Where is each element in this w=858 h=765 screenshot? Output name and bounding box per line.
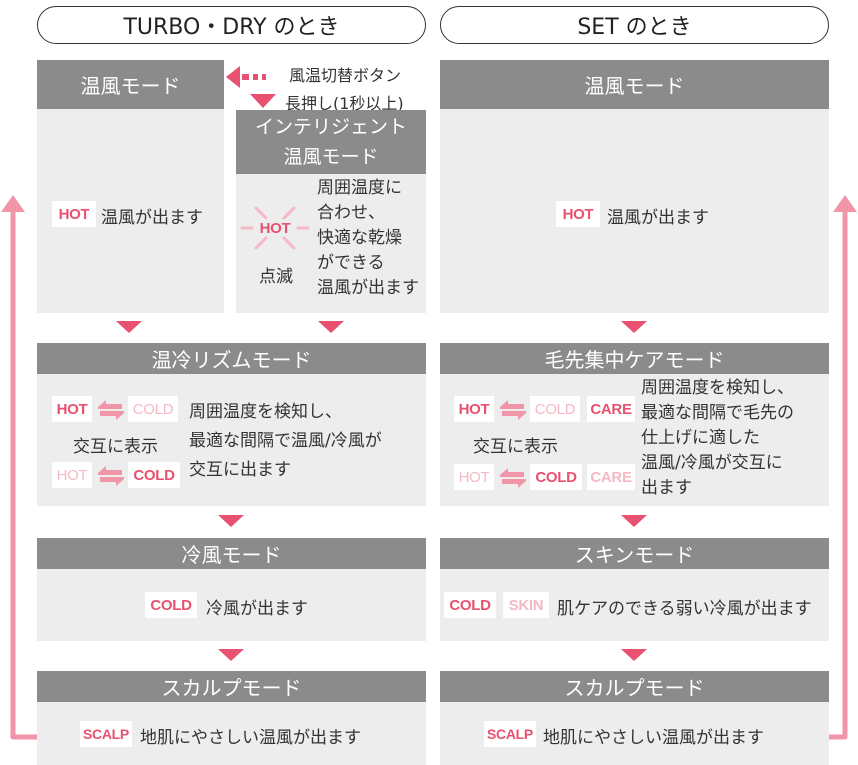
- alternate-label: 交互に表示: [473, 437, 558, 457]
- hot-badge-dim: HOT: [52, 462, 92, 488]
- right-warm-mode-header: 温風モード: [440, 60, 829, 109]
- desc-line: 周囲温度に: [317, 178, 402, 198]
- down-arrow-icon: [218, 649, 244, 661]
- right-scalp-mode-header: スカルプモード: [440, 671, 829, 702]
- swap-arrows-icon: [98, 466, 124, 486]
- desc-line: 最適な間隔で毛先の: [641, 403, 794, 423]
- rhythm-mode-description: 周囲温度を検知し、 最適な間隔で温風/冷風が 交互に出ます: [189, 400, 382, 482]
- hot-badge: HOT: [454, 396, 494, 422]
- down-arrow-icon: [621, 515, 647, 527]
- desc-line: 最適な間隔で温風/冷風が: [189, 431, 382, 451]
- cold-mode-panel: [37, 569, 426, 641]
- down-arrow-icon: [250, 94, 276, 108]
- swap-arrows-icon: [98, 400, 124, 420]
- down-arrow-icon: [621, 649, 647, 661]
- hot-badge: HOT: [52, 201, 96, 227]
- cold-badge: COLD: [145, 592, 197, 618]
- cold-badge-dim: COLD: [128, 396, 178, 422]
- left-scalp-mode-header: スカルプモード: [37, 671, 426, 702]
- left-warm-mode-header: 温風モード: [37, 60, 224, 109]
- right-section-title: SET のとき: [440, 6, 829, 44]
- hot-badge-blinking: HOT: [259, 219, 291, 237]
- intelligent-mode-panel: [236, 174, 426, 313]
- desc-line: 仕上げに適した: [641, 428, 760, 448]
- right-warm-mode-text: 温風が出ます: [607, 208, 709, 228]
- blinking-hot-icon: [240, 206, 310, 250]
- scalp-badge: SCALP: [484, 721, 536, 747]
- cold-badge-dim: COLD: [530, 396, 580, 422]
- left-warm-mode-text: 温風が出ます: [101, 208, 203, 228]
- swap-arrows-icon: [500, 400, 526, 420]
- cold-mode-text: 冷風が出ます: [206, 599, 308, 619]
- tip-care-mode-description: 周囲温度を検知し、 最適な間隔で毛先の 仕上げに適した 温風/冷風が交互に 出ま…: [641, 376, 794, 500]
- desc-line: 交互に出ます: [189, 460, 291, 480]
- care-badge: CARE: [587, 396, 635, 422]
- desc-line: 合わせ、: [317, 203, 385, 223]
- switch-button-note: 風温切替ボタン: [289, 66, 402, 85]
- rhythm-mode-header: 温冷リズムモード: [37, 343, 426, 374]
- down-arrow-icon: [318, 321, 344, 333]
- long-press-note: 長押し(1秒以上): [285, 94, 404, 113]
- cold-mode-header: 冷風モード: [37, 538, 426, 569]
- left-arrow-icon: [226, 66, 266, 88]
- intelligent-mode-title-1: インテリジェント: [254, 116, 407, 138]
- hot-badge: HOT: [52, 396, 92, 422]
- down-arrow-icon: [621, 321, 647, 333]
- desc-line: 温風が出ます: [317, 278, 419, 298]
- desc-line: 周囲温度を検知し、: [189, 402, 342, 422]
- right-scalp-mode-text: 地肌にやさしい温風が出ます: [543, 728, 764, 748]
- down-arrow-icon: [116, 321, 142, 333]
- skin-mode-header: スキンモード: [440, 538, 829, 569]
- scalp-badge: SCALP: [80, 721, 132, 747]
- left-scalp-mode-text: 地肌にやさしい温風が出ます: [140, 728, 361, 748]
- left-section-title: TURBO・DRY のとき: [37, 6, 426, 44]
- swap-arrows-icon: [500, 468, 526, 488]
- desc-line: 周囲温度を検知し、: [641, 378, 794, 398]
- blink-label: 点滅: [259, 267, 293, 287]
- cold-badge: COLD: [530, 464, 582, 490]
- intelligent-mode-header: インテリジェント 温風モード: [236, 110, 426, 174]
- rhythm-mode-panel: [37, 374, 426, 506]
- desc-line: 温風/冷風が交互に: [641, 453, 783, 473]
- intelligent-mode-description: 周囲温度に 合わせ、 快適な乾燥 ができる 温風が出ます: [317, 176, 419, 300]
- down-arrow-icon: [218, 515, 244, 527]
- desc-line: 快適な乾燥: [317, 228, 402, 248]
- skin-badge: SKIN: [503, 592, 549, 618]
- cold-badge: COLD: [128, 462, 180, 488]
- cold-badge: COLD: [444, 592, 496, 618]
- care-badge-dim: CARE: [587, 464, 635, 490]
- hot-badge-dim: HOT: [454, 464, 494, 490]
- right-warm-mode-panel: [440, 109, 829, 313]
- hot-badge: HOT: [556, 201, 600, 227]
- tip-care-mode-header: 毛先集中ケアモード: [440, 343, 829, 374]
- alternate-label: 交互に表示: [73, 437, 158, 457]
- desc-line: 出ます: [641, 478, 692, 498]
- intelligent-mode-title-2: 温風モード: [283, 146, 379, 168]
- desc-line: ができる: [317, 253, 385, 273]
- skin-mode-text: 肌ケアのできる弱い冷風が出ます: [557, 599, 812, 619]
